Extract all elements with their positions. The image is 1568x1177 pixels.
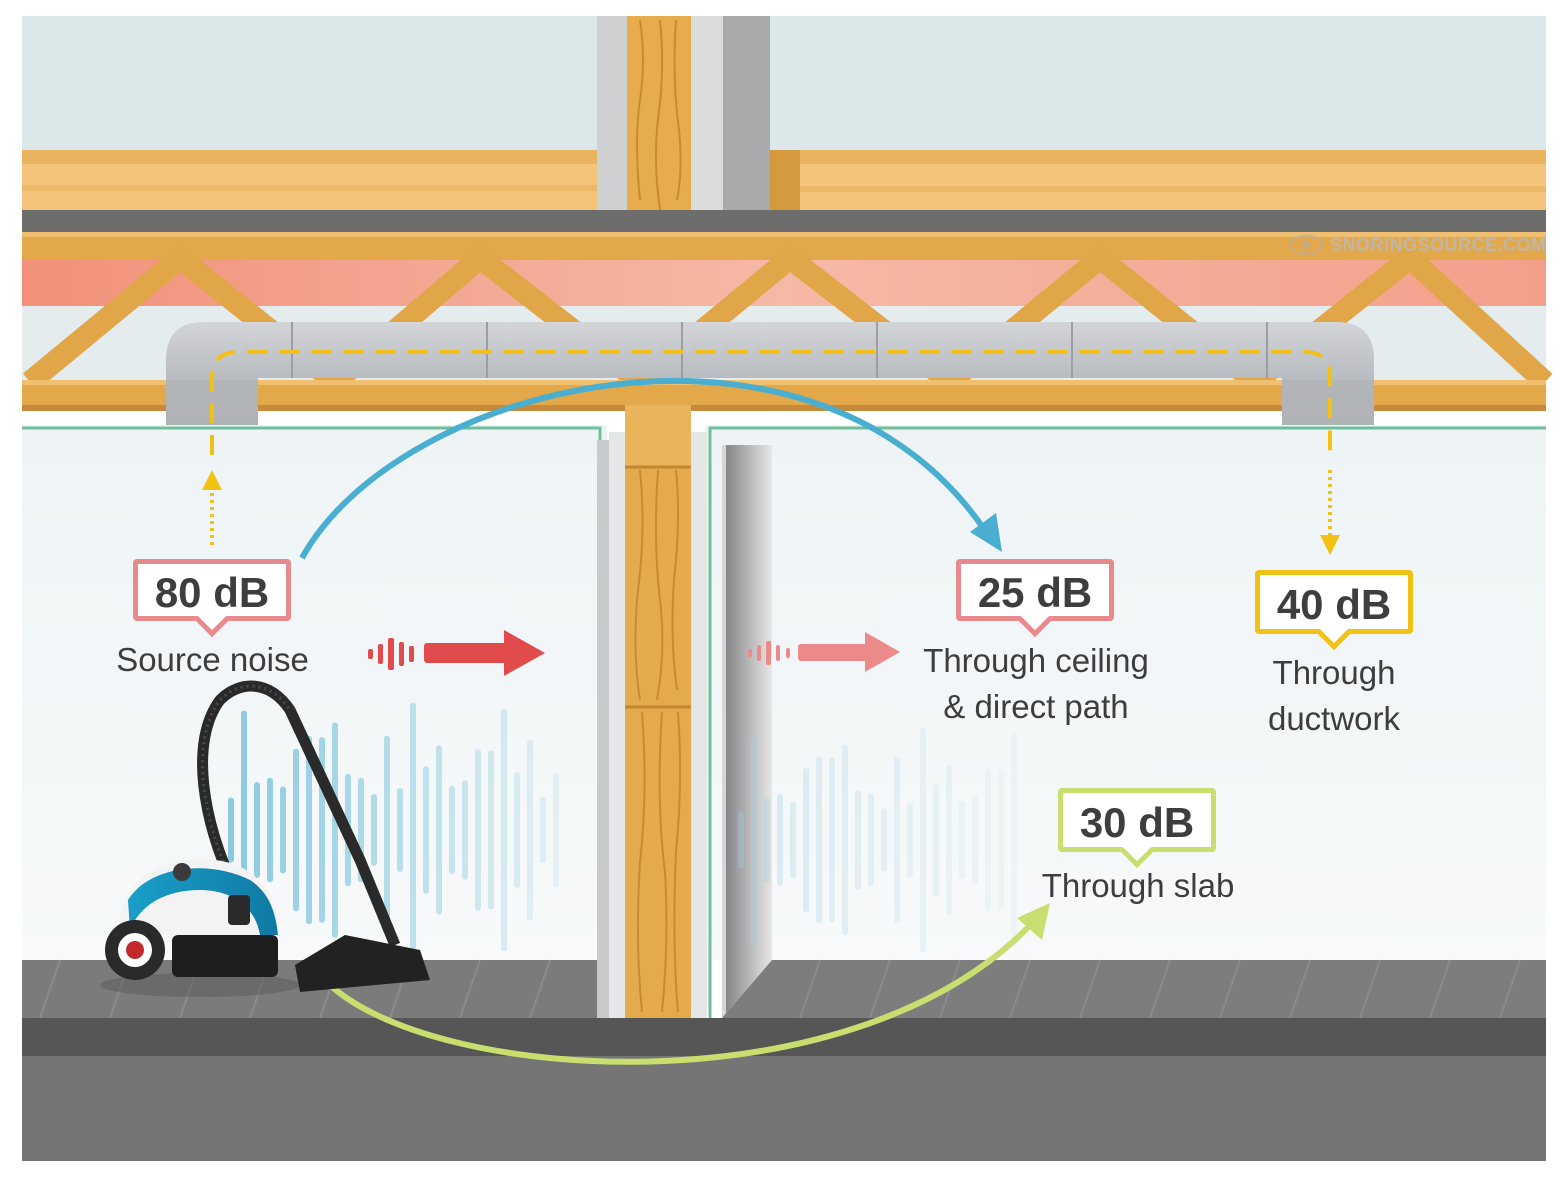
watermark-text: SNORINGSOURCE.COM xyxy=(1330,235,1547,255)
sound-wave-bar xyxy=(764,797,770,883)
ceiling-caption-line2: & direct path xyxy=(943,688,1129,725)
sound-wave-bar xyxy=(933,783,939,897)
sound-wave-bar xyxy=(332,722,338,938)
sound-wave-bar xyxy=(228,797,234,863)
sound-wave-bar xyxy=(972,795,978,885)
source-direct-arrow xyxy=(368,630,545,676)
sound-wave-bar xyxy=(280,786,286,874)
sound-wave-bar xyxy=(423,766,429,894)
floor-plank-line xyxy=(1429,959,1451,1019)
sound-wave-bar xyxy=(946,765,952,915)
duct-noise-path xyxy=(202,350,1340,555)
sound-wave-bar xyxy=(306,735,312,925)
source-noise-callout: 80 dB xyxy=(133,559,291,621)
sound-wave-bar xyxy=(790,801,796,879)
ductwork-callout: 40 dB xyxy=(1255,570,1413,634)
ductwork-caption-line2: ductwork xyxy=(1267,700,1401,737)
floor-plank-line xyxy=(799,959,821,1019)
middle-wall xyxy=(597,405,707,1020)
transmitted-direct-arrow xyxy=(748,632,900,672)
upper-floor-boards xyxy=(22,150,1546,210)
floor-plank-line xyxy=(529,959,551,1019)
sound-wave-bar xyxy=(894,756,900,924)
sound-wave-bar xyxy=(881,808,887,872)
ceiling-arrowhead xyxy=(970,513,1002,552)
ceiling-caption-line1: Through ceiling xyxy=(923,642,1149,679)
sound-wave-bar xyxy=(738,811,744,869)
floor-plank-line xyxy=(869,959,891,1019)
floor-plank-line xyxy=(1149,959,1171,1019)
ductwork-caption: Through ductwork xyxy=(1225,650,1443,742)
sound-wave-bar xyxy=(397,787,403,873)
sound-wave-bar xyxy=(553,773,559,887)
sound-wave-bar xyxy=(410,702,416,958)
sound-wave-bar xyxy=(267,777,273,883)
sound-wave-bar xyxy=(371,794,377,866)
sound-wave-bar xyxy=(920,727,926,953)
sound-wave-bar xyxy=(527,739,533,921)
sound-wave-bar xyxy=(1011,732,1017,948)
ceiling-callout: 25 dB xyxy=(956,559,1114,621)
source-noise-value: 80 dB xyxy=(154,569,270,616)
slab-value: 30 dB xyxy=(1079,799,1195,846)
sound-wave-bar xyxy=(868,793,874,887)
sound-wave-bar xyxy=(293,748,299,912)
sound-wave-bar xyxy=(462,780,468,880)
floor-plank-line xyxy=(1219,959,1241,1019)
right-room-background xyxy=(705,425,1546,960)
ductwork-value: 40 dB xyxy=(1276,581,1392,628)
left-room-background xyxy=(22,425,607,960)
ceiling-value: 25 dB xyxy=(977,569,1093,616)
sound-wave-bar xyxy=(985,768,991,912)
watermark-eye-icon xyxy=(1288,234,1324,256)
floor-plank-line xyxy=(1079,959,1101,1019)
floor-plank-line xyxy=(459,959,481,1019)
vacuum-cleaner-icon xyxy=(100,680,430,997)
ceiling-noise-path xyxy=(299,378,991,560)
door xyxy=(722,445,772,1018)
sound-wave-bar xyxy=(907,802,913,878)
floor-plank-line xyxy=(1359,959,1381,1019)
sound-wave-attenuated-icon xyxy=(738,727,1017,953)
ceiling-caption: Through ceiling & direct path xyxy=(900,638,1172,730)
sound-wave-bar xyxy=(855,790,861,890)
slab-noise-path xyxy=(327,917,1038,1065)
sound-wave-bar xyxy=(436,745,442,915)
sound-wave-bar xyxy=(540,796,546,864)
sound-wave-bar xyxy=(842,744,848,936)
sound-wave-bar xyxy=(488,750,494,910)
sound-wave-bar xyxy=(475,749,481,911)
slab-arrowhead xyxy=(1017,903,1050,940)
floor-plank-line xyxy=(1009,959,1031,1019)
sound-wave-bar xyxy=(998,769,1004,911)
ductwork-caption-line1: Through xyxy=(1272,654,1396,691)
sound-wave-bar xyxy=(816,756,822,924)
sound-wave-bar xyxy=(803,767,809,913)
upper-wall xyxy=(597,16,770,211)
floor-plank-line xyxy=(1289,959,1311,1019)
sound-wave-bar xyxy=(254,782,260,878)
sound-wave-bar xyxy=(777,793,783,887)
sound-wave-icon xyxy=(228,702,559,958)
sound-wave-bar xyxy=(959,801,965,879)
sound-wave-bar xyxy=(384,735,390,925)
sound-wave-bar xyxy=(449,785,455,875)
source-noise-caption: Source noise xyxy=(116,641,309,678)
sound-wave-bar xyxy=(829,757,835,923)
subfloor-strip xyxy=(22,210,1546,232)
floor-plank-line xyxy=(1499,959,1521,1019)
sound-wave-bar xyxy=(514,771,520,889)
floor-plank-line xyxy=(39,959,61,1019)
slab-callout: 30 dB xyxy=(1058,788,1216,852)
sound-wave-bar xyxy=(501,708,507,952)
sound-wave-bar xyxy=(751,734,757,946)
slab-caption: Through slab xyxy=(1041,867,1235,904)
